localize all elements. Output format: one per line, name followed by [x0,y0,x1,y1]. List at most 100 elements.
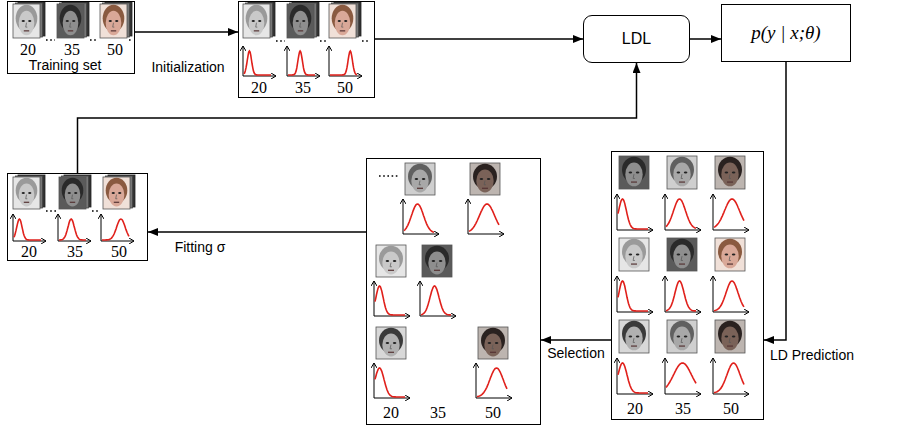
axis [617,358,618,394]
age-number: 50 [723,401,739,418]
formula-label: p(y | x;θ) [751,22,820,44]
face-photo [715,320,745,353]
distribution-plot [617,358,653,394]
age-number: 50 [107,42,123,59]
face-photo [422,245,452,277]
face-skin [625,327,642,351]
mouth [482,188,488,189]
mouth [727,263,733,264]
age-number: 35 [295,80,311,97]
photo-frame [405,163,435,195]
face-photo [103,177,130,209]
eye [112,192,115,194]
eye [636,254,640,256]
nose [26,195,28,199]
distribution-plot [665,276,701,312]
mouth [434,270,440,271]
image-group-box: 203550Training set [7,1,135,74]
axis [713,394,749,395]
nose [729,256,731,260]
step-label: LD Prediction [768,348,856,363]
photo-frame [59,177,86,209]
nose [633,174,635,178]
nose [484,181,486,185]
mouth [340,30,345,31]
ellipsis-dots [46,39,55,41]
nose [492,345,494,349]
photo-frame [103,177,130,209]
distribution-plot [617,276,653,312]
axis [374,363,375,398]
mouth [70,202,75,203]
age-number: 50 [111,244,127,261]
mouth [388,352,394,353]
eye [338,20,341,22]
face-skin [65,183,81,206]
nose [70,23,72,27]
face-skin [721,327,738,351]
eye [109,20,112,22]
axis [403,199,404,234]
eye [629,336,633,338]
face-photo [667,320,697,353]
distribution-plot [287,46,320,76]
distribution-curve [666,199,696,228]
axis [101,214,102,241]
mouth [114,202,119,203]
nose [390,263,392,267]
face-photo [667,156,697,189]
mouth [631,345,637,346]
photo-frame [13,177,40,209]
eye [684,254,688,256]
age-number: 35 [675,401,691,418]
eye [684,336,688,338]
distribution-plot [58,214,91,241]
axis [617,276,618,312]
photo-frame [478,327,508,359]
axis [468,199,469,234]
photo-frame [619,238,649,271]
eye [28,192,31,194]
distribution-curve [14,219,41,240]
distribution-plot [374,363,410,398]
eye [487,178,491,180]
distribution-plot [665,194,701,230]
eye [636,336,640,338]
face-photo [13,4,40,38]
eye [66,20,69,22]
distribution-curve [714,363,744,393]
face-skin [335,11,351,35]
face-skin [428,251,445,274]
flow-arrow [764,62,786,340]
age-number: 20 [627,401,643,418]
face-photo [243,4,270,38]
distribution-plot [665,358,701,394]
axis [713,230,749,231]
face-photo [405,163,435,195]
photo-frame [376,327,406,359]
age-number: 35 [64,42,80,59]
photo-frame [470,163,500,195]
distribution-curve [375,368,405,397]
age-number: 35 [430,405,446,422]
nose [729,338,731,342]
photo-frame [715,320,745,353]
face-skin [721,163,738,187]
photo-frame [329,4,356,38]
face-skin [625,245,642,269]
face-photo [619,320,649,353]
face-photo [715,156,745,189]
step-label: Initialization [149,60,226,75]
axis [243,46,244,76]
step-label: Selection [545,346,607,361]
process-box: LDL [583,15,690,63]
eye [115,20,118,22]
eye [732,172,736,174]
nose [419,181,421,185]
face-skin [109,183,125,206]
distribution-curve [714,199,744,227]
eye [22,20,25,22]
face-skin [293,11,309,35]
image-group-box: 203550 [366,158,541,425]
ellipsis-dots [276,40,285,42]
